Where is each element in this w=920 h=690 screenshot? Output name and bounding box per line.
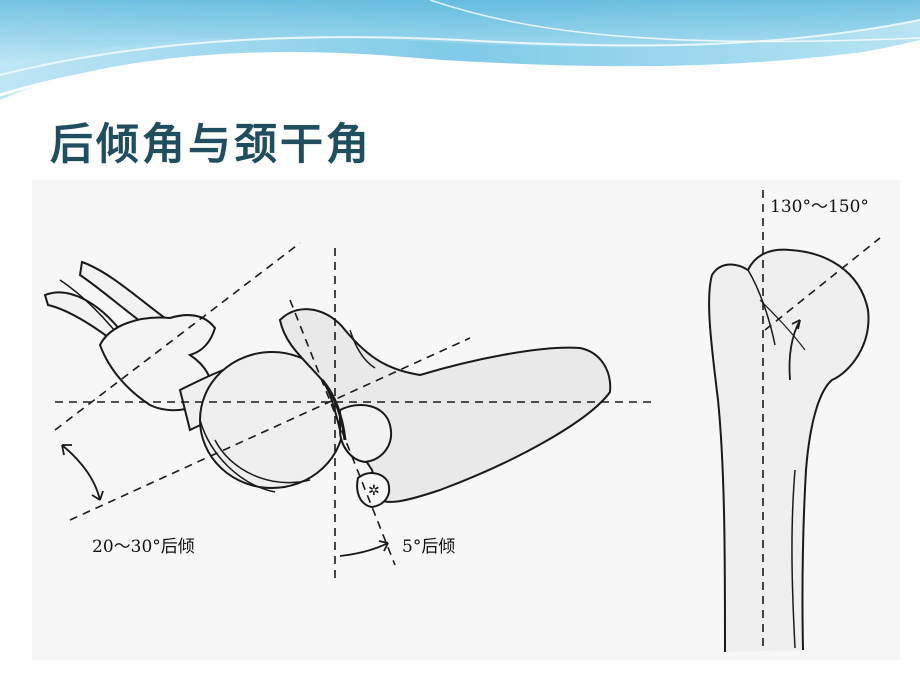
retroversion-arc (61, 444, 104, 501)
neck-shaft-arc (788, 319, 801, 381)
label-neck-shaft-angle: 130°～150° (770, 197, 869, 217)
humerus-front-view (708, 248, 870, 653)
acromion (356, 472, 391, 509)
reference-lines-right (762, 190, 881, 652)
label-retroversion: 20～30°后倾 (92, 537, 195, 557)
coracoid (339, 404, 393, 464)
reference-lines-left (54, 242, 655, 578)
shoulder-top-view: ✲ (43, 260, 612, 509)
tilt-arc (339, 540, 389, 557)
svg-text:✲: ✲ (368, 483, 380, 499)
label-tilt: 5°后倾 (402, 537, 456, 557)
slide-title: 后倾角与颈干角 (50, 120, 372, 170)
humerus-outline (708, 248, 870, 653)
header-banner (0, 0, 920, 100)
